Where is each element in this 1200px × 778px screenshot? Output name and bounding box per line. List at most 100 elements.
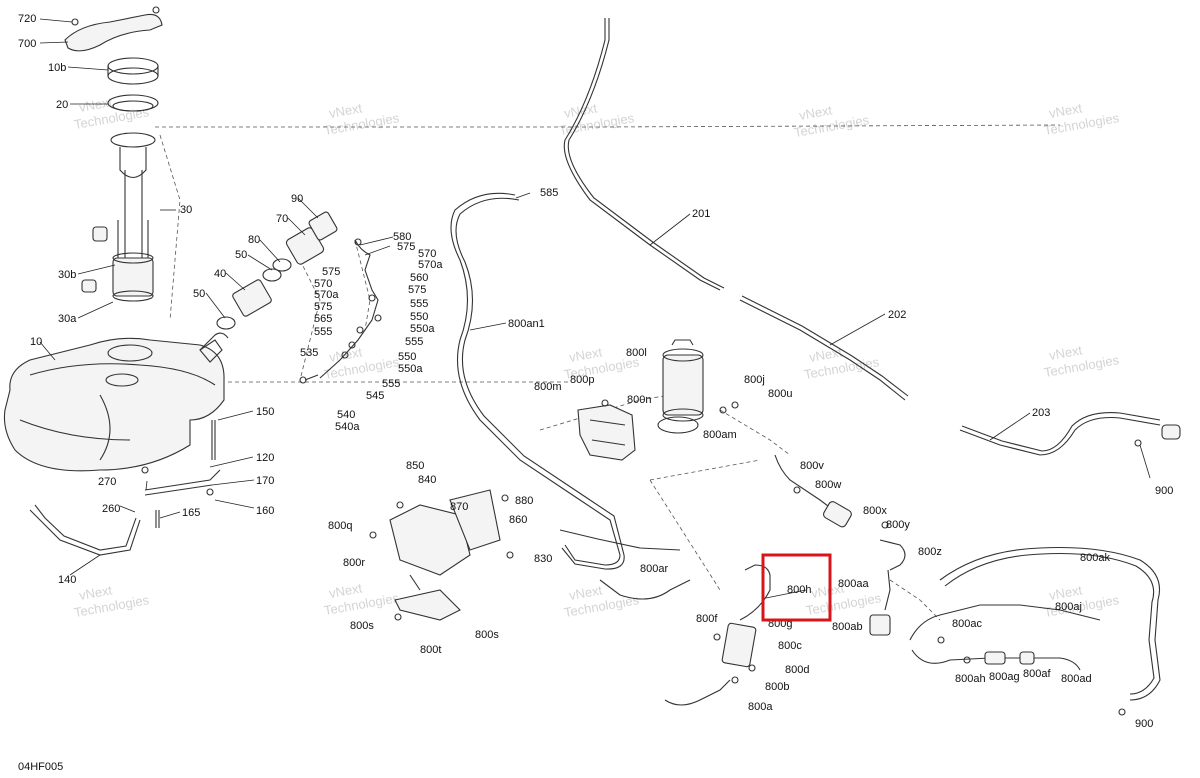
vent-hose-800an1 bbox=[450, 192, 681, 570]
diagram-code: 04HF005 bbox=[18, 761, 63, 773]
part-label: 203 bbox=[1032, 407, 1050, 419]
assembly-lines bbox=[155, 124, 1061, 621]
part-label: 800j bbox=[744, 374, 765, 386]
part-label: 800an1 bbox=[508, 318, 545, 330]
part-label: 535 bbox=[300, 347, 318, 359]
part-label: 880 bbox=[515, 495, 533, 507]
part-label: 800a bbox=[748, 701, 773, 713]
svg-text:vNext: vNext bbox=[568, 582, 604, 603]
part-label: 555 bbox=[410, 298, 428, 310]
part-label: 900 bbox=[1135, 718, 1153, 730]
part-label: 201 bbox=[692, 208, 710, 220]
svg-text:vNext: vNext bbox=[1048, 582, 1084, 603]
part-label: 10b bbox=[48, 62, 66, 74]
part-label: 170 bbox=[256, 475, 274, 487]
part-label: 800c bbox=[778, 640, 802, 652]
svg-text:vNext: vNext bbox=[328, 344, 364, 365]
part-label: 550 bbox=[398, 351, 416, 363]
part-label: 720 bbox=[18, 13, 36, 25]
leader-lines bbox=[39, 18, 1151, 599]
part-label: 800am bbox=[703, 429, 737, 441]
svg-text:vNext: vNext bbox=[1048, 342, 1084, 363]
svg-text:vNext: vNext bbox=[808, 344, 844, 365]
svg-text:vNext: vNext bbox=[78, 582, 114, 603]
svg-text:vNext: vNext bbox=[328, 580, 364, 601]
part-label: 800l bbox=[626, 347, 647, 359]
part-label: 20 bbox=[56, 99, 68, 111]
part-label: 800z bbox=[918, 546, 942, 558]
part-labels: 720 700 10b 20 30 30b 30a 10 90 70 80 50… bbox=[18, 13, 1173, 730]
part-label: 80 bbox=[248, 234, 260, 246]
svg-text:vNext: vNext bbox=[328, 100, 364, 121]
watermark: vNext Technologies bbox=[323, 580, 401, 618]
part-label: 570 bbox=[418, 248, 436, 260]
watermark: vNext Technologies bbox=[73, 582, 151, 620]
part-label: 800x bbox=[863, 505, 887, 517]
part-label: 575 bbox=[408, 284, 426, 296]
part-label: 30 bbox=[180, 204, 192, 216]
part-label: 30b bbox=[58, 269, 76, 281]
part-label: 580 bbox=[393, 231, 411, 243]
part-label: 800q bbox=[328, 520, 352, 532]
part-label: 575 bbox=[322, 266, 340, 278]
part-label: 800ah bbox=[955, 673, 986, 685]
part-label: 800y bbox=[886, 519, 910, 531]
part-label: 165 bbox=[182, 507, 200, 519]
fuel-lines-small bbox=[304, 238, 382, 381]
part-label: 555 bbox=[314, 326, 332, 338]
filler-neck-parts bbox=[199, 211, 338, 351]
fuel-pump-assembly bbox=[81, 57, 159, 302]
watermark: vNext Technologies bbox=[558, 100, 636, 138]
part-label: 800t bbox=[420, 644, 441, 656]
part-label: 575 bbox=[397, 241, 415, 253]
part-label: 260 bbox=[102, 503, 120, 515]
watermarks: vNext Technologies vNext Technologies vN… bbox=[73, 94, 1121, 620]
part-label: 800n bbox=[627, 394, 651, 406]
part-label: 800ab bbox=[832, 621, 863, 633]
part-label: 830 bbox=[534, 553, 552, 565]
part-label: 10 bbox=[30, 336, 42, 348]
part-label: 565 bbox=[314, 313, 332, 325]
tank-strap bbox=[29, 420, 221, 556]
part-label: 800p bbox=[570, 374, 594, 386]
part-label: 800ak bbox=[1080, 552, 1110, 564]
part-label: 585 bbox=[540, 187, 558, 199]
canister-mount bbox=[577, 404, 636, 461]
svg-text:vNext: vNext bbox=[78, 94, 114, 115]
watermark: vNext Technologies bbox=[1043, 342, 1121, 380]
part-label: 800ac bbox=[952, 618, 982, 630]
part-label: 120 bbox=[256, 452, 274, 464]
part-label: 540 bbox=[337, 409, 355, 421]
filler-bracket bbox=[64, 6, 163, 52]
watermark: vNext Technologies bbox=[323, 100, 401, 138]
part-label: 575 bbox=[314, 301, 332, 313]
part-label: 800s bbox=[475, 629, 499, 641]
svg-text:vNext: vNext bbox=[1048, 100, 1084, 121]
part-label: 555 bbox=[382, 378, 400, 390]
part-label: 800aj bbox=[1055, 601, 1082, 613]
part-label: 800aa bbox=[838, 578, 869, 590]
watermark: vNext Technologies bbox=[323, 344, 401, 382]
part-label: 270 bbox=[98, 476, 116, 488]
canister bbox=[657, 339, 704, 434]
part-label: 850 bbox=[406, 460, 424, 472]
watermark: vNext Technologies bbox=[1043, 582, 1121, 620]
part-label highlighted-part-label: 800h bbox=[787, 584, 811, 596]
part-label: 800w bbox=[815, 479, 841, 491]
highlight-box[interactable] bbox=[761, 553, 832, 622]
part-label: 700 bbox=[18, 38, 36, 50]
part-label: 555 bbox=[405, 336, 423, 348]
part-label: 840 bbox=[418, 474, 436, 486]
part-label: 30a bbox=[58, 313, 77, 325]
watermark: vNext Technologies bbox=[793, 102, 871, 140]
part-label: 50 bbox=[193, 288, 205, 300]
part-label: 150 bbox=[256, 406, 274, 418]
part-label: 70 bbox=[276, 213, 288, 225]
part-label: 160 bbox=[256, 505, 274, 517]
part-label: 40 bbox=[214, 268, 226, 280]
part-label: 90 bbox=[291, 193, 303, 205]
part-label: 900 bbox=[1155, 485, 1173, 497]
hardware bbox=[141, 376, 1142, 716]
part-label: 800af bbox=[1023, 668, 1051, 680]
fuel-tank bbox=[3, 337, 225, 472]
